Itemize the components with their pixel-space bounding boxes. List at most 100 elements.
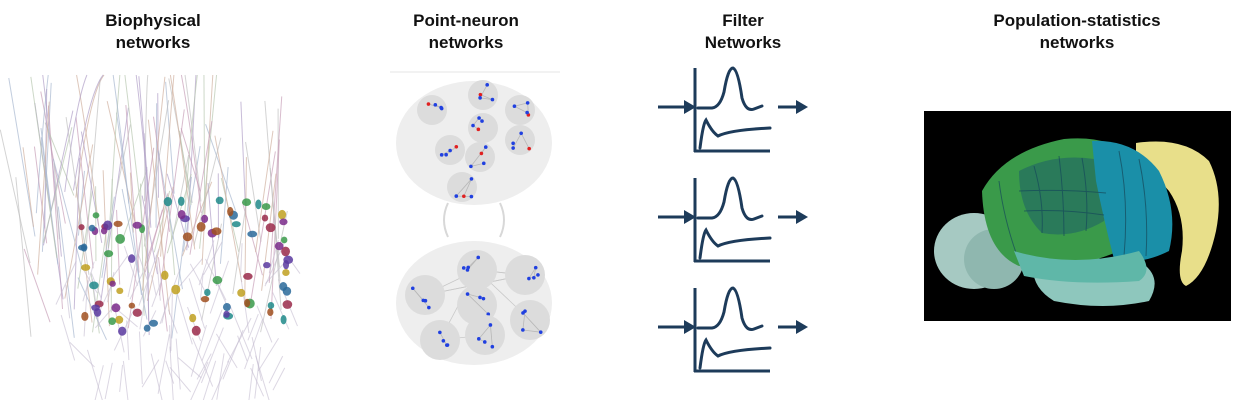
neuron-dot bbox=[511, 146, 515, 150]
soma bbox=[103, 250, 114, 258]
dendrite bbox=[112, 74, 130, 204]
neuron-dot bbox=[448, 148, 452, 153]
soma bbox=[171, 284, 181, 295]
neuron-cluster bbox=[468, 80, 498, 110]
soma bbox=[231, 221, 241, 228]
soma bbox=[267, 301, 275, 309]
neuron-dot bbox=[438, 330, 442, 335]
dendrite bbox=[75, 117, 94, 269]
dendrite bbox=[8, 77, 36, 237]
neuron-clusters bbox=[405, 80, 550, 360]
axon bbox=[199, 273, 204, 301]
dendrite bbox=[121, 188, 148, 320]
dendrite bbox=[268, 96, 283, 283]
biophysical-neuron-network-icon bbox=[0, 74, 301, 400]
soma bbox=[177, 210, 186, 220]
neuron-cluster bbox=[468, 113, 498, 143]
connection-arc-left bbox=[443, 202, 449, 238]
dendrite bbox=[245, 141, 262, 242]
axon bbox=[94, 365, 104, 400]
dendrite bbox=[80, 131, 103, 243]
dendrite bbox=[0, 129, 31, 264]
brain-panel bbox=[924, 111, 1231, 321]
soma bbox=[115, 315, 124, 324]
neuron-dot bbox=[519, 131, 523, 136]
soma bbox=[78, 224, 85, 231]
soma bbox=[222, 303, 231, 312]
soma bbox=[274, 242, 284, 251]
axon bbox=[55, 260, 77, 305]
dendrite bbox=[116, 209, 121, 285]
axon bbox=[228, 303, 253, 360]
dendrite bbox=[57, 206, 75, 338]
axon bbox=[150, 353, 163, 400]
neuron-dot bbox=[469, 177, 474, 181]
axon bbox=[272, 292, 290, 330]
axon bbox=[159, 268, 181, 325]
dendrite bbox=[255, 130, 274, 253]
neuron-dot bbox=[483, 145, 488, 149]
mouse-brain-regions-icon bbox=[934, 138, 1219, 306]
dendrite bbox=[135, 74, 152, 228]
dendrite bbox=[180, 74, 202, 214]
synapse-line bbox=[490, 324, 493, 347]
dendrite bbox=[178, 130, 192, 205]
dendrite bbox=[193, 137, 222, 246]
dendrite bbox=[23, 248, 51, 323]
neuron-dot bbox=[423, 298, 428, 303]
neuron-dot bbox=[538, 330, 543, 334]
axon bbox=[69, 342, 95, 368]
dendrite bbox=[64, 74, 88, 192]
neuron-dot bbox=[444, 152, 448, 157]
axon bbox=[169, 366, 192, 393]
neuron-dot bbox=[410, 286, 415, 291]
neuron-dot bbox=[445, 343, 450, 347]
soma bbox=[265, 223, 276, 233]
soma bbox=[267, 308, 274, 317]
axon bbox=[237, 335, 248, 362]
dendrite bbox=[85, 79, 101, 250]
neuron-cluster bbox=[505, 125, 535, 155]
axon bbox=[201, 309, 223, 362]
neuron-cluster bbox=[505, 95, 535, 125]
dendrite bbox=[143, 74, 149, 202]
dendrite bbox=[124, 74, 150, 274]
soma bbox=[115, 234, 126, 244]
synapse-line bbox=[522, 312, 542, 333]
dendrite bbox=[219, 166, 229, 264]
synapse-line bbox=[463, 178, 472, 197]
synapse-line bbox=[522, 329, 541, 333]
axon bbox=[165, 360, 175, 384]
filter-title-line2: Networks bbox=[704, 33, 782, 52]
dendrite bbox=[77, 170, 85, 236]
synapse-line bbox=[528, 267, 537, 279]
neuron-dot bbox=[427, 305, 431, 310]
dendrite bbox=[264, 100, 282, 310]
synapse-line bbox=[455, 178, 472, 197]
soma bbox=[132, 221, 142, 229]
lateral-cortex-region bbox=[1014, 251, 1147, 283]
neuron-dot bbox=[461, 266, 466, 270]
neuron-dot bbox=[527, 146, 531, 151]
dendrite bbox=[241, 201, 263, 276]
neuron-dot bbox=[433, 103, 438, 107]
filter-title-line1: Filter bbox=[722, 11, 764, 30]
dendrite bbox=[22, 147, 34, 227]
biophysical-title-line1: Biophysical bbox=[105, 11, 201, 30]
synapse-line bbox=[480, 97, 493, 101]
neuron-dot bbox=[521, 328, 525, 332]
neuron-dot bbox=[476, 255, 481, 260]
soma bbox=[80, 243, 88, 252]
neuron-dot bbox=[426, 102, 431, 106]
neuron-dot bbox=[525, 101, 530, 105]
biophysical-title: Biophysical networks bbox=[73, 10, 233, 54]
axon bbox=[196, 353, 212, 380]
population-title: Population-statistics networks bbox=[947, 10, 1207, 54]
dendrite bbox=[232, 201, 247, 295]
axon bbox=[155, 254, 161, 301]
synapse-line bbox=[480, 94, 493, 100]
neuron-dot bbox=[478, 96, 482, 100]
axon bbox=[191, 337, 214, 387]
axon bbox=[216, 353, 225, 400]
neuron-dot bbox=[462, 194, 466, 199]
